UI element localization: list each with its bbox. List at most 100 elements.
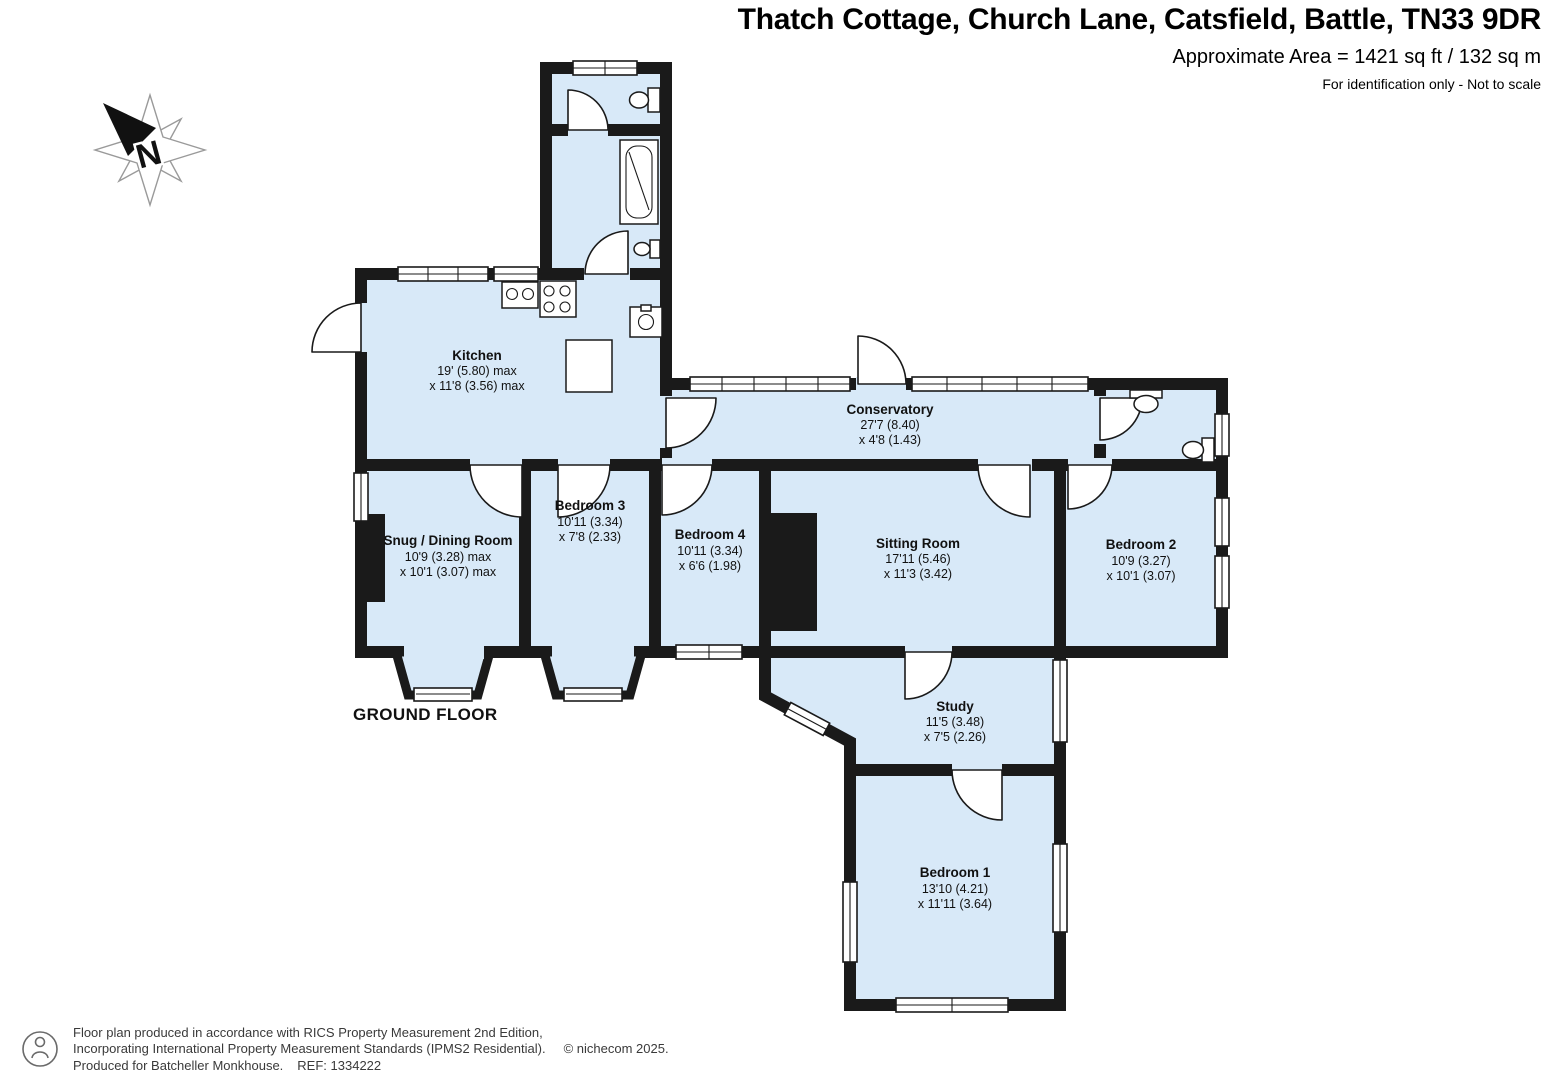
door-arc-bedroom2	[1067, 464, 1113, 510]
window	[353, 472, 369, 522]
bath-icon	[619, 139, 659, 225]
utility-sink-icon	[629, 304, 663, 338]
room-dimensions: x 7'5 (2.26)	[924, 730, 986, 744]
room-dimensions: x 11'11 (3.64)	[918, 897, 992, 911]
wall-stub	[552, 124, 568, 136]
window	[493, 266, 539, 282]
room-name: Kitchen	[452, 348, 502, 363]
window	[1052, 843, 1068, 933]
north-needle-icon	[103, 103, 156, 156]
room-name: Bedroom 2	[1106, 537, 1177, 552]
toilet-icon	[628, 87, 661, 113]
fixtures	[501, 87, 1215, 463]
windows	[353, 60, 1230, 1013]
room-name: Bedroom 4	[675, 527, 746, 542]
window	[895, 997, 1009, 1013]
footer-text: Floor plan produced in accordance with R…	[73, 1025, 669, 1075]
room-name: Conservatory	[846, 402, 934, 417]
room-dimensions: x 10'1 (3.07) max	[400, 565, 497, 579]
room-dimensions: 10'9 (3.28) max	[405, 550, 492, 564]
room-dimensions: 11'5 (3.48)	[926, 715, 984, 729]
door-arc-kitchen-conservatory	[665, 397, 717, 449]
wall-stub	[608, 124, 660, 136]
room-dimensions: 13'10 (4.21)	[922, 882, 988, 896]
room-name: Bedroom 3	[555, 498, 626, 513]
door-arc-bathroom	[567, 89, 609, 131]
floor-label: GROUND FLOOR	[353, 705, 498, 724]
room-label-bedroom-3: Bedroom 3 10'11 (3.34) x 7'8 (2.33)	[555, 498, 626, 544]
room-label-conservatory: Conservatory 27'7 (8.40) x 4'8 (1.43)	[846, 402, 934, 447]
bay-opening	[552, 645, 634, 659]
footer: Floor plan produced in accordance with R…	[20, 1025, 669, 1075]
door-arc-bedroom3	[557, 464, 611, 518]
door-arc-kitchen-exterior	[311, 302, 362, 353]
footer-line-2: Incorporating International Property Mea…	[73, 1041, 669, 1058]
reference-number: REF: 1334222	[297, 1057, 382, 1073]
door-arc-bedroom4	[661, 464, 713, 516]
room-dimensions: 27'7 (8.40)	[860, 418, 919, 432]
room-dimensions: x 11'8 (3.56) max	[429, 379, 525, 393]
room-dimensions: x 7'8 (2.33)	[559, 530, 621, 544]
page-title: Thatch Cottage, Church Lane, Catsfield, …	[737, 3, 1542, 36]
room-label-kitchen: Kitchen 19' (5.80) max x 11'8 (3.56) max	[429, 348, 525, 393]
window	[1052, 659, 1068, 743]
room-labels: Kitchen 19' (5.80) max x 11'8 (3.56) max…	[384, 348, 1177, 911]
window	[563, 687, 623, 702]
person-badge-icon	[22, 1031, 58, 1068]
hob-icon	[539, 280, 577, 318]
approximate-area: Approximate Area = 1421 sq ft / 132 sq m	[1172, 46, 1541, 68]
room-label-bedroom-4: Bedroom 4 10'11 (3.34) x 6'6 (1.98)	[675, 527, 746, 573]
room-dimensions: x 11'3 (3.42)	[884, 567, 952, 581]
bay-opening	[404, 645, 484, 659]
chimney-breast	[759, 513, 817, 631]
room-name: Study	[936, 699, 974, 714]
door-arc-sitting-room	[977, 464, 1031, 518]
footer-line-1: Floor plan produced in accordance with R…	[73, 1024, 543, 1040]
window	[1214, 497, 1230, 547]
room-dimensions: 17'11 (5.46)	[885, 552, 950, 566]
scale-disclaimer: For identification only - Not to scale	[1322, 76, 1541, 92]
copyright-credit: © nichecom 2025.	[563, 1041, 669, 1056]
window	[1214, 413, 1230, 457]
room-label-snug-dining: Snug / Dining Room 10'9 (3.28) max x 10'…	[384, 533, 513, 579]
kitchen-island	[565, 339, 613, 393]
produced-for-text: Produced for Batcheller Monkhouse.	[73, 1057, 284, 1073]
solid-walls	[355, 124, 817, 631]
footer-line-3: Produced for Batcheller Monkhouse. REF: 1…	[73, 1058, 669, 1075]
compass: N	[92, 92, 208, 208]
room-label-bedroom-1: Bedroom 1 13'10 (4.21) x 11'11 (3.64)	[918, 865, 992, 911]
door-arc-kitchen-snug	[469, 464, 523, 518]
footer-line-2-text: Incorporating International Property Mea…	[73, 1041, 546, 1056]
room-name: Snug / Dining Room	[384, 533, 513, 548]
window	[783, 701, 831, 737]
room-dimensions: 10'9 (3.27)	[1111, 554, 1170, 568]
kitchen-sink-icon	[501, 281, 539, 309]
room-dimensions: 10'11 (3.34)	[557, 515, 622, 529]
room-dimensions: 19' (5.80) max	[437, 364, 517, 378]
window	[675, 644, 743, 660]
door-swings	[311, 89, 1143, 821]
room-dimensions: 10'11 (3.34)	[677, 544, 742, 558]
window	[911, 376, 1089, 392]
window	[572, 60, 638, 76]
room-label-bedroom-2: Bedroom 2 10'9 (3.27) x 10'1 (3.07)	[1106, 537, 1177, 583]
door-arc-bathroom-lobby	[584, 230, 629, 275]
room-name: Sitting Room	[876, 536, 960, 551]
header: Thatch Cottage, Church Lane, Catsfield, …	[737, 3, 1542, 92]
window	[1214, 555, 1230, 609]
wc-toilet-icon	[1181, 437, 1215, 463]
room-name: Bedroom 1	[920, 865, 991, 880]
window	[689, 376, 851, 392]
window	[413, 687, 473, 702]
wc-sink-icon	[1129, 389, 1163, 414]
window	[397, 266, 489, 282]
door-arc-bedroom1	[951, 769, 1003, 821]
door-arc-study	[904, 651, 953, 700]
room-dimensions: x 6'6 (1.98)	[679, 559, 741, 573]
room-label-study: Study 11'5 (3.48) x 7'5 (2.26)	[924, 699, 986, 744]
door-arc-conservatory-garden	[857, 335, 907, 385]
chimney-breast	[355, 514, 385, 602]
window	[842, 881, 858, 963]
sink-icon	[633, 239, 661, 259]
